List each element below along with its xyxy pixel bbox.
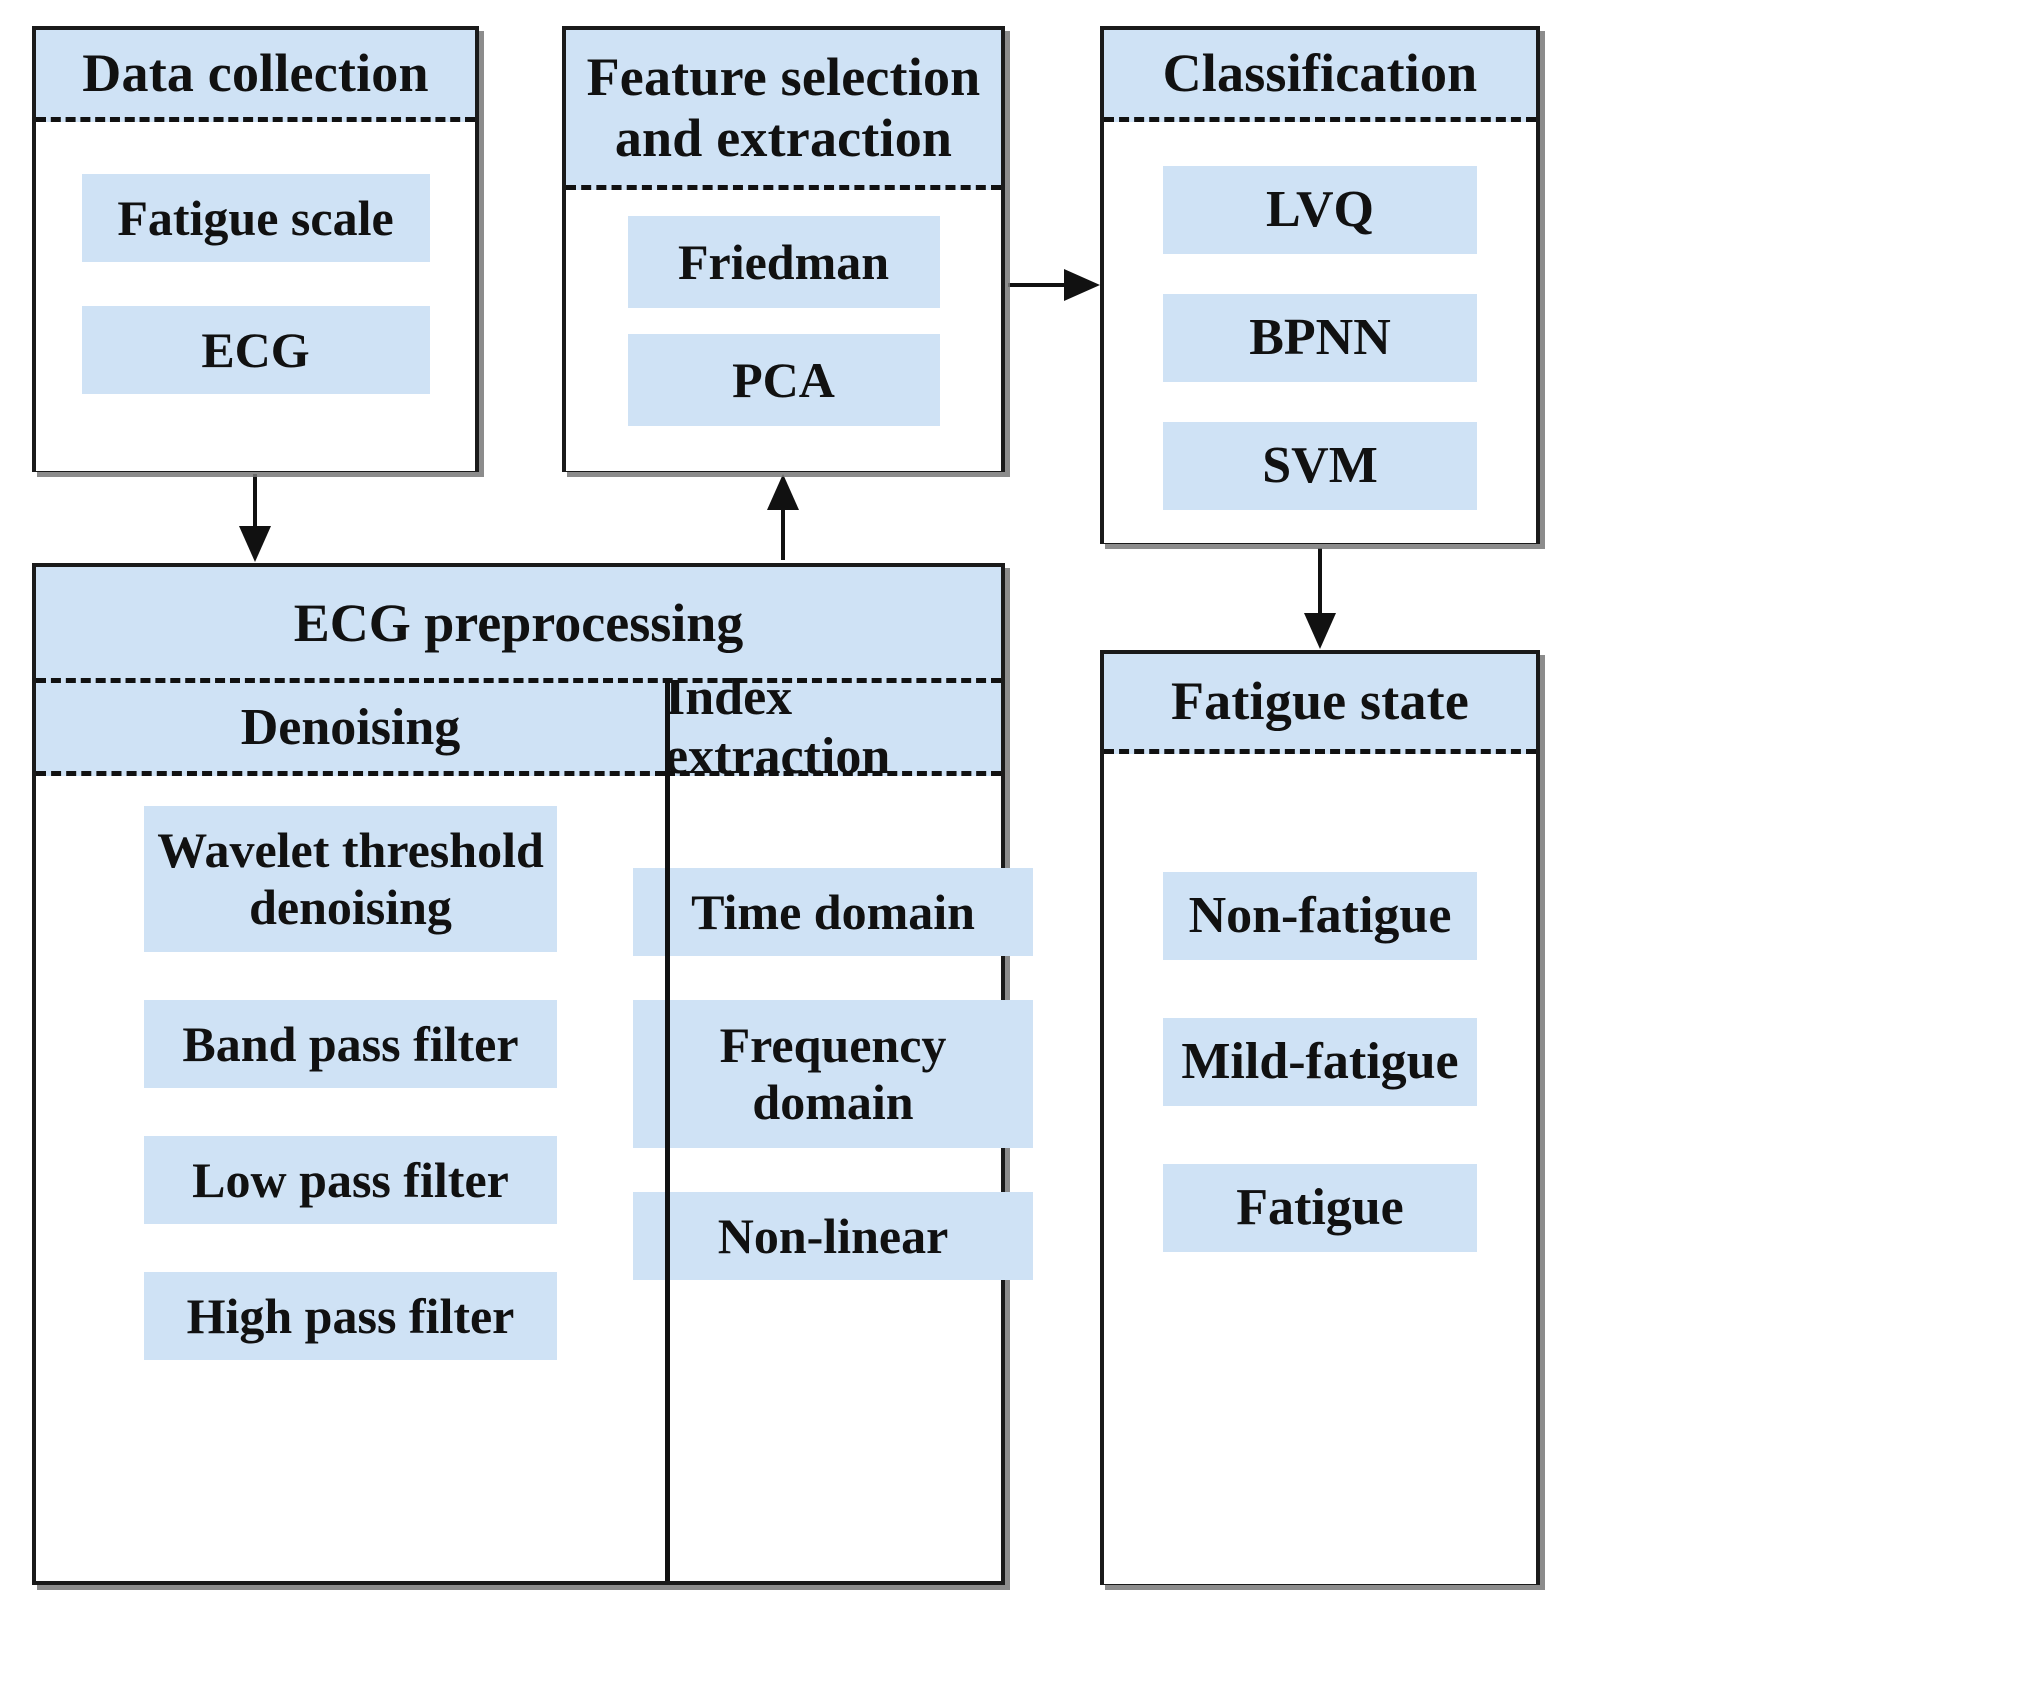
data-collection-body: Fatigue scale ECG — [36, 122, 475, 471]
feature-selection-body: Friedman PCA — [566, 190, 1001, 471]
classification-item-svm: SVM — [1163, 422, 1477, 510]
fatigue-state-body: Non-fatigue Mild-fatigue Fatigue — [1104, 754, 1536, 1584]
data-collection-item-ecg: ECG — [81, 306, 430, 394]
fatigue-state-box: Fatigue state Non-fatigue Mild-fatigue F… — [1100, 650, 1540, 1585]
index-extraction-item-time-domain: Time domain — [633, 868, 1033, 956]
ecg-column-divider — [665, 683, 670, 1581]
classification-header: Classification — [1104, 30, 1536, 122]
classification-item-bpnn: BPNN — [1163, 294, 1477, 382]
feature-selection-header: Feature selection and extraction — [566, 30, 1001, 190]
ecg-preprocessing-header: ECG preprocessing — [36, 567, 1001, 683]
index-extraction-item-non-linear: Non-linear — [633, 1192, 1033, 1280]
feature-selection-box: Feature selection and extraction Friedma… — [562, 26, 1005, 472]
denoising-column: Denoising Wavelet threshold denoising Ba… — [36, 683, 665, 1581]
ecg-preprocessing-columns: Denoising Wavelet threshold denoising Ba… — [36, 669, 1033, 1581]
data-collection-box: Data collection Fatigue scale ECG — [32, 26, 479, 472]
data-collection-header: Data collection — [36, 30, 475, 122]
feature-selection-header-line1: Feature selection — [586, 47, 981, 108]
fatigue-state-header: Fatigue state — [1104, 654, 1536, 754]
feature-selection-header-line2: and extraction — [614, 107, 953, 168]
denoising-item-low-pass-filter: Low pass filter — [144, 1136, 557, 1224]
index-extraction-column: Index extraction Time domain Frequency d… — [633, 669, 1033, 1581]
denoising-item-wavelet-threshold-denoising: Wavelet threshold denoising — [144, 806, 557, 952]
classification-item-lvq: LVQ — [1163, 166, 1477, 254]
denoising-item-band-pass-filter: Band pass filter — [144, 1000, 557, 1088]
fatigue-state-item-mild-fatigue: Mild-fatigue — [1163, 1018, 1477, 1106]
feature-selection-item-friedman: Friedman — [627, 216, 940, 308]
fatigue-state-item-fatigue: Fatigue — [1163, 1164, 1477, 1252]
denoising-item-high-pass-filter: High pass filter — [144, 1272, 557, 1360]
denoising-column-header: Denoising — [36, 683, 665, 776]
fatigue-state-item-non-fatigue: Non-fatigue — [1163, 872, 1477, 960]
index-extraction-column-header: Index extraction — [665, 669, 1001, 785]
index-extraction-item-frequency-domain: Frequency domain — [633, 1000, 1033, 1148]
data-collection-item-fatigue-scale: Fatigue scale — [81, 174, 430, 262]
ecg-preprocessing-box: ECG preprocessing Denoising Wavelet thre… — [32, 563, 1033, 1585]
classification-body: LVQ BPNN SVM — [1104, 122, 1536, 543]
classification-box: Classification LVQ BPNN SVM — [1100, 26, 1540, 544]
feature-selection-item-pca: PCA — [627, 334, 940, 426]
